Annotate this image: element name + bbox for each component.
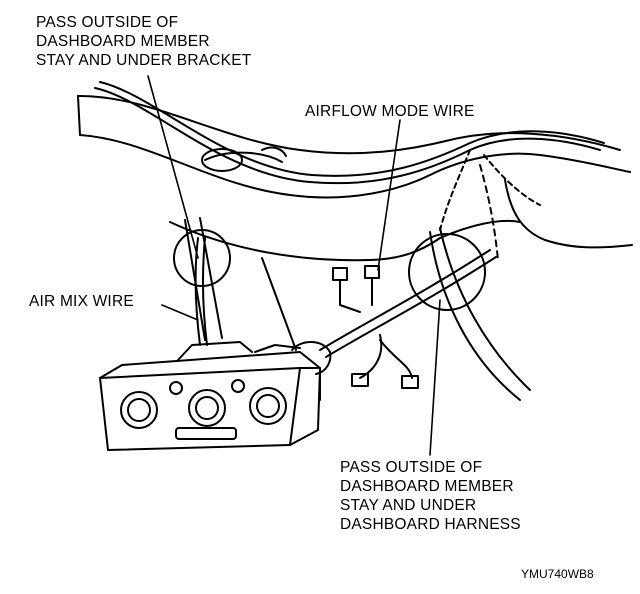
dashboard-harness (94, 81, 605, 231)
air-mix-wire (194, 237, 201, 346)
airflow-mode-knob (249, 387, 287, 425)
label-airflow-mode-wire: AIRFLOW MODE WIRE (305, 103, 475, 120)
label-line: STAY AND UNDER (340, 497, 477, 514)
airflow-mode-wire (319, 249, 491, 351)
fan-speed-knob (188, 389, 226, 427)
label-line: PASS OUTSIDE OF (340, 459, 483, 476)
label-line: DASHBOARD MEMBER (36, 33, 210, 50)
detail-circle-right (408, 233, 486, 311)
label-line: PASS OUTSIDE OF (36, 14, 179, 31)
label-line: STAY AND UNDER BRACKET (36, 52, 252, 69)
control-buttons (169, 379, 245, 440)
leader-lines (147, 75, 441, 456)
temperature-knob (120, 391, 158, 429)
air-mix-wire-inner (201, 237, 208, 346)
connector-group (332, 265, 419, 389)
figure-code: YMU740WB8 (521, 567, 594, 581)
label-pass-outside-bracket: PASS OUTSIDE OF DASHBOARD MEMBER STAY AN… (36, 13, 251, 70)
dashboard-member-stay (184, 217, 531, 401)
label-line: DASHBOARD MEMBER (340, 478, 514, 495)
label-air-mix-wire: AIR MIX WIRE (29, 293, 134, 310)
heater-control-unit (99, 341, 332, 451)
label-line: DASHBOARD HARNESS (340, 516, 521, 533)
bracket-clip (201, 146, 287, 172)
airflow-mode-wire-inner (325, 256, 497, 358)
label-pass-outside-harness: PASS OUTSIDE OF DASHBOARD MEMBER STAY AN… (340, 458, 521, 534)
